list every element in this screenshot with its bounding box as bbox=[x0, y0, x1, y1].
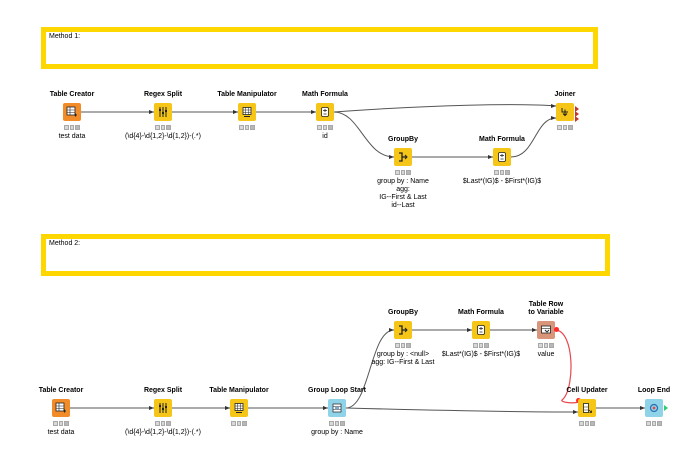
node-status bbox=[579, 421, 596, 426]
regex-split-icon[interactable] bbox=[154, 103, 172, 121]
arrowhead bbox=[389, 155, 394, 159]
table-creator-icon[interactable] bbox=[52, 399, 70, 417]
math-formula-icon[interactable] bbox=[493, 148, 511, 166]
node-label-line: id--Last bbox=[391, 202, 415, 209]
annotation-method-1[interactable]: Method 1: bbox=[41, 27, 598, 69]
node-title: Math Formula bbox=[479, 136, 525, 143]
node-title-line: to Variable bbox=[528, 309, 564, 316]
node-status bbox=[494, 170, 511, 175]
node-status bbox=[395, 343, 412, 348]
output-port[interactable] bbox=[575, 106, 579, 112]
node-label-line: IG--First & Last bbox=[379, 194, 427, 201]
node-status bbox=[646, 421, 663, 426]
node-title: Table Row to Variable bbox=[486, 301, 606, 317]
joiner-icon[interactable] bbox=[556, 103, 574, 121]
arrowhead bbox=[532, 328, 537, 332]
arrowhead bbox=[149, 110, 154, 114]
math-formula-icon[interactable] bbox=[316, 103, 334, 121]
table-manipulator-icon[interactable] bbox=[238, 103, 256, 121]
annotation-method-2-text: Method 2: bbox=[49, 240, 81, 247]
node-label-line: group by : Name bbox=[377, 178, 429, 185]
arrowhead bbox=[389, 328, 394, 332]
node-title: Math Formula bbox=[302, 91, 348, 98]
arrowhead bbox=[551, 104, 556, 108]
node-status bbox=[155, 421, 172, 426]
node-label[interactable]: value bbox=[537, 351, 555, 358]
arrowhead bbox=[233, 110, 238, 114]
node-title: GroupBy bbox=[388, 136, 418, 143]
loop-end-icon[interactable] bbox=[645, 399, 663, 417]
node-label[interactable]: $Last*(IG)$ - $First*(IG)$ bbox=[462, 178, 542, 185]
node-title-line: Table Row bbox=[528, 301, 564, 308]
node-label[interactable]: group by : <null> agg: IG--First & Last bbox=[333, 351, 473, 367]
group-loop-start-icon[interactable] bbox=[328, 399, 346, 417]
table-manipulator-icon[interactable] bbox=[230, 399, 248, 417]
node-title: Table Creator bbox=[49, 91, 95, 98]
node-label-line: agg: IG--First & Last bbox=[371, 359, 435, 366]
node-label[interactable]: id bbox=[322, 133, 328, 140]
node-title: Math Formula bbox=[458, 309, 504, 316]
node-status bbox=[329, 421, 346, 426]
node-status bbox=[317, 125, 334, 130]
node-title: Loop End bbox=[637, 387, 671, 394]
node-label[interactable]: group by : Name bbox=[311, 429, 363, 436]
output-port[interactable] bbox=[575, 111, 579, 117]
math-formula-icon[interactable] bbox=[472, 321, 490, 339]
table-creator-icon[interactable] bbox=[63, 103, 81, 121]
arrowhead bbox=[551, 116, 556, 120]
arrowhead bbox=[467, 328, 472, 332]
annotation-method-2[interactable]: Method 2: bbox=[41, 234, 610, 276]
arrowhead bbox=[323, 406, 328, 410]
output-port[interactable] bbox=[575, 116, 579, 122]
node-status bbox=[53, 421, 70, 426]
node-label[interactable]: (\d{4}-\d{1,2}-\d{1,2})-(.*) bbox=[125, 133, 201, 140]
groupby-icon[interactable] bbox=[394, 321, 412, 339]
node-title: Joiner bbox=[554, 91, 576, 98]
node-title: Table Manipulator bbox=[217, 91, 277, 98]
node-title: Cell Updater bbox=[566, 387, 608, 394]
node-label[interactable]: group by : Name agg: IG--First & Last id… bbox=[333, 178, 473, 210]
node-status bbox=[64, 125, 81, 130]
table-row-to-variable-icon[interactable] bbox=[537, 321, 555, 339]
node-label[interactable]: test data bbox=[47, 429, 75, 436]
flow-variable-port[interactable] bbox=[554, 327, 559, 332]
connection-m2-loopstart-groupby bbox=[345, 329, 395, 409]
connection-m1-math-groupby bbox=[333, 111, 395, 158]
output-port[interactable] bbox=[664, 405, 668, 411]
node-status bbox=[473, 343, 490, 348]
node-status bbox=[395, 170, 412, 175]
regex-split-icon[interactable] bbox=[154, 399, 172, 417]
node-label[interactable]: $Last*(IG)$ - $First*(IG)$ bbox=[441, 351, 521, 358]
node-status bbox=[239, 125, 256, 130]
node-label-line: group by : <null> bbox=[376, 351, 430, 358]
node-status bbox=[155, 125, 172, 130]
flow-variable-connection bbox=[554, 329, 580, 404]
connection-m1-math2-joiner bbox=[510, 117, 557, 158]
node-title: Table Manipulator bbox=[209, 387, 269, 394]
arrowhead bbox=[225, 406, 230, 410]
node-label[interactable]: (\d{4}-\d{1,2}-\d{1,2})-(.*) bbox=[125, 429, 201, 436]
node-label[interactable]: test data bbox=[58, 133, 86, 140]
groupby-icon[interactable] bbox=[394, 148, 412, 166]
node-title: GroupBy bbox=[388, 309, 418, 316]
node-title: Regex Split bbox=[143, 91, 183, 98]
arrowhead bbox=[488, 155, 493, 159]
connection-m1-math-joiner bbox=[333, 104, 557, 113]
arrowhead bbox=[573, 410, 578, 414]
arrowhead bbox=[640, 406, 645, 410]
node-status bbox=[231, 421, 248, 426]
annotation-method-1-text: Method 1: bbox=[49, 33, 81, 40]
node-status bbox=[538, 343, 555, 348]
cell-updater-icon[interactable] bbox=[578, 399, 596, 417]
node-label-line: agg: bbox=[396, 186, 410, 193]
node-title: Group Loop Start bbox=[308, 387, 366, 394]
node-title: Table Creator bbox=[38, 387, 84, 394]
arrowhead bbox=[311, 110, 316, 114]
arrowhead bbox=[149, 406, 154, 410]
connection-m2-loopstart-cellupdater bbox=[345, 407, 579, 413]
node-status bbox=[557, 125, 574, 130]
node-title: Regex Split bbox=[143, 387, 183, 394]
